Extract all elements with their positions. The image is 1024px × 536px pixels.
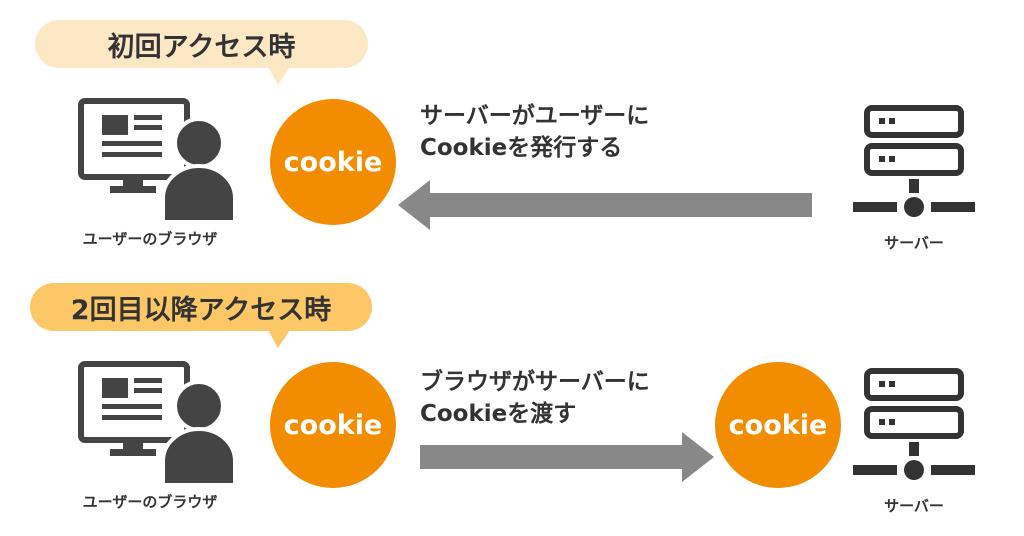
browser-label: ユーザーのブラウザ [82, 493, 218, 511]
message-line-1: サーバーがユーザーに [420, 103, 650, 129]
first-access-title-bubble: 初回アクセス時 [35, 20, 368, 68]
server-icon [853, 368, 975, 480]
cookie-badge: cookie [270, 99, 396, 225]
bubble-tail [268, 330, 290, 348]
first-access-section: 初回アクセス時 ユーザーのブラウザ cookie サーバーがユーザーに Cook… [35, 20, 975, 252]
cookie-badge: cookie [270, 362, 396, 488]
first-access-title: 初回アクセス時 [107, 31, 296, 63]
cookie-label: cookie [283, 409, 383, 441]
arrow-right-icon [420, 432, 714, 482]
server-cookie-badge: cookie [715, 362, 841, 488]
repeat-access-title: 2回目以降アクセス時 [70, 294, 332, 326]
bubble-tail [268, 67, 290, 85]
server-icon [853, 105, 975, 217]
server-label: サーバー [884, 497, 944, 515]
arrow-left-icon [398, 180, 812, 230]
message-line-2: Cookieを渡す [420, 401, 577, 427]
message-line-2: Cookieを発行する [420, 135, 623, 161]
repeat-access-message: ブラウザがサーバーに Cookieを渡す [420, 366, 650, 430]
cookie-label: cookie [283, 146, 383, 178]
message-line-1: ブラウザがサーバーに [420, 369, 650, 395]
repeat-access-title-bubble: 2回目以降アクセス時 [30, 283, 372, 331]
browser-label: ユーザーのブラウザ [82, 230, 218, 248]
cookie-label: cookie [728, 409, 828, 441]
browser-user-icon [78, 98, 237, 224]
repeat-access-section: 2回目以降アクセス時 ユーザーのブラウザ cookie ブラウザがサーバーに C… [0, 263, 1024, 531]
server-label: サーバー [884, 234, 944, 252]
browser-user-icon [78, 361, 237, 487]
first-access-message: サーバーがユーザーに Cookieを発行する [420, 100, 649, 164]
